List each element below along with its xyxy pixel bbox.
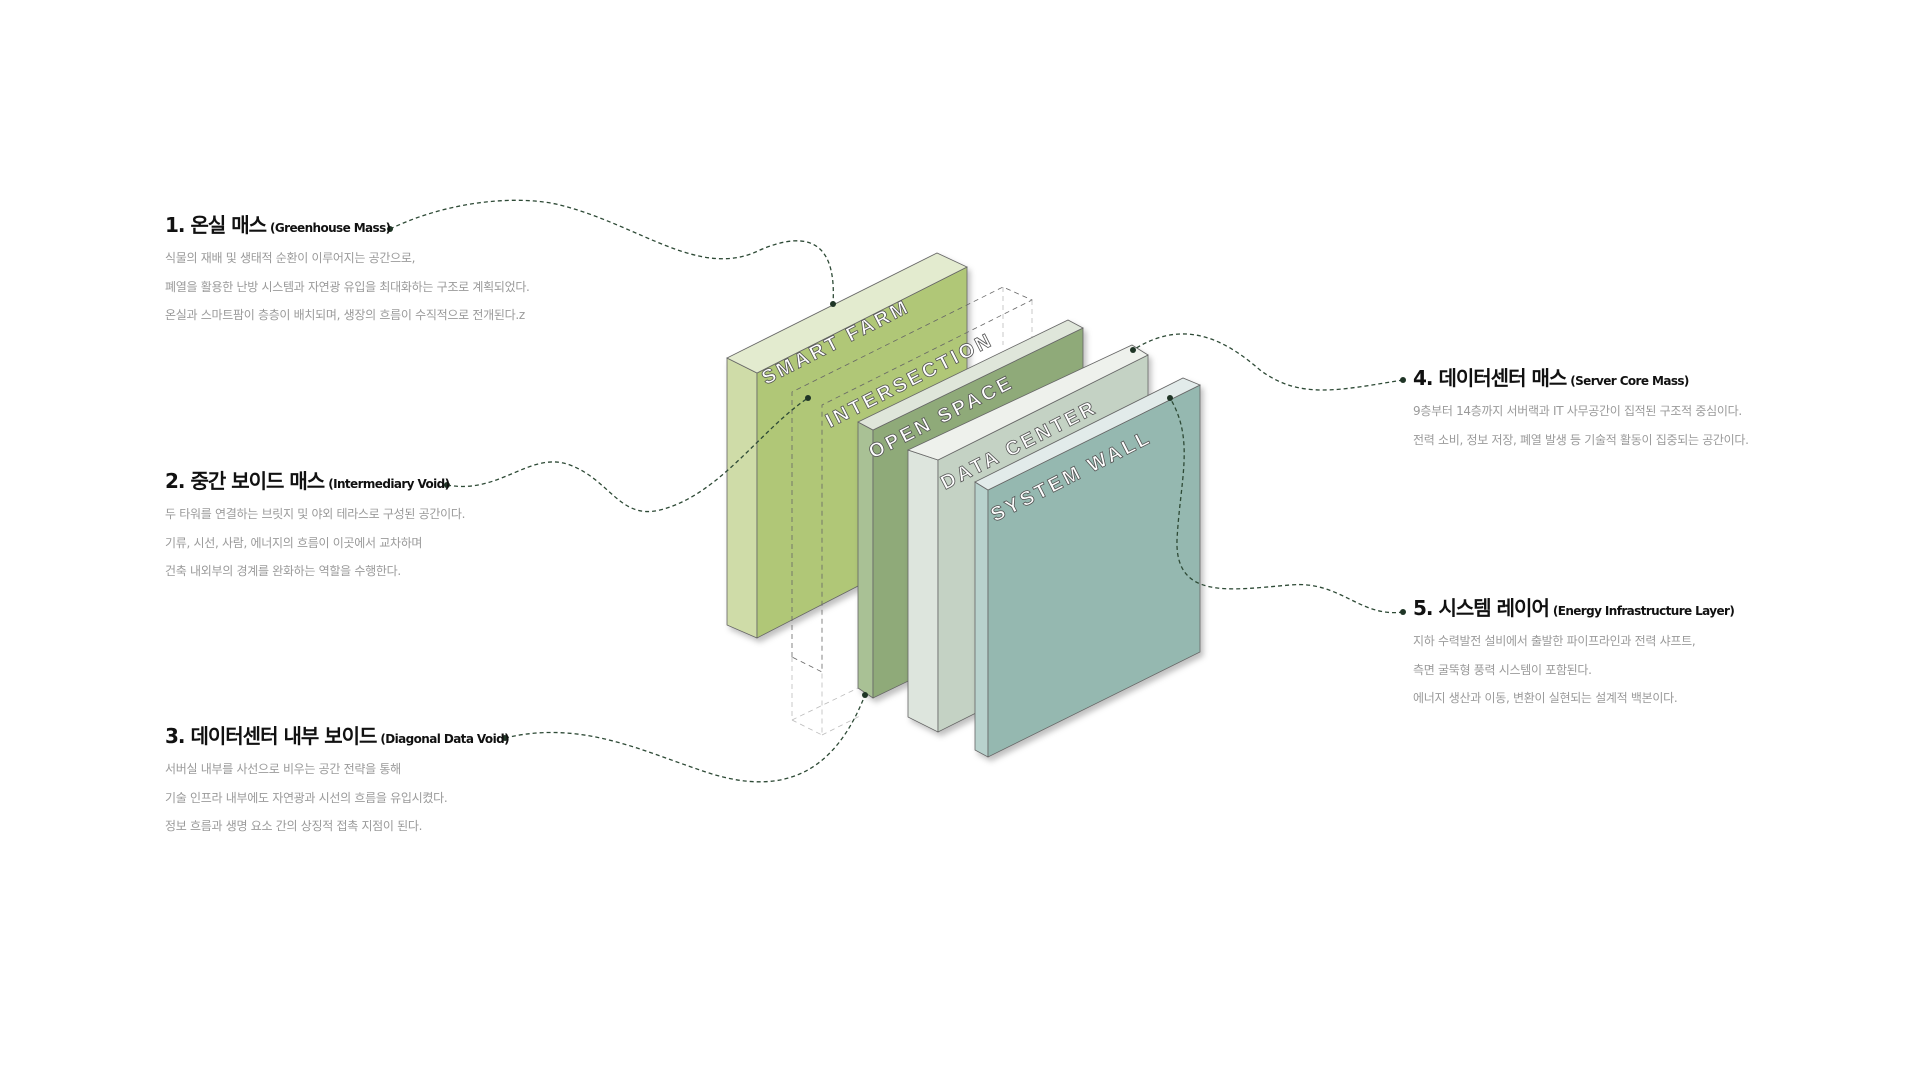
- leader-dot-5a: [1400, 609, 1406, 615]
- label-title: 5. 시스템 레이어(Energy Infrastructure Layer): [1413, 596, 1735, 620]
- label-title: 2. 중간 보이드 매스(Intermediary Void): [165, 469, 450, 493]
- label-description: 지하 수력발전 설비에서 출발한 파이프라인과 전력 샤프트,측면 굴뚝형 풍력…: [1413, 634, 1696, 705]
- label-title: 4. 데이터센터 매스(Server Core Mass): [1413, 366, 1689, 390]
- leader-line-2: [446, 397, 809, 513]
- leader-dot-2b: [805, 395, 811, 401]
- label-intermediary-void: 2. 중간 보이드 매스(Intermediary Void) 두 타워를 연결…: [165, 469, 465, 586]
- label-title: 3. 데이터센터 내부 보이드(Diagonal Data Void): [165, 724, 510, 748]
- leader-dot-2a: [444, 482, 450, 488]
- label-description: 9층부터 14층까지 서버랙과 IT 사무공간이 집적된 구조적 중심이다.전력…: [1413, 404, 1749, 447]
- label-energy-infrastructure-layer: 5. 시스템 레이어(Energy Infrastructure Layer) …: [1413, 596, 1735, 713]
- label-greenhouse-mass: 1. 온실 매스(Greenhouse Mass) 식물의 재배 및 생태적 순…: [165, 213, 530, 330]
- leader-line-3: [504, 694, 866, 783]
- leader-dot-3a: [502, 735, 508, 741]
- label-server-core-mass: 4. 데이터센터 매스(Server Core Mass) 9층부터 14층까지…: [1413, 366, 1749, 454]
- leader-line-1: [389, 199, 834, 305]
- leader-line-5: [1169, 397, 1404, 614]
- panel-system-wall: [974, 377, 1201, 758]
- leader-dot-5b: [1167, 395, 1173, 401]
- leader-dot-3b: [862, 692, 868, 698]
- label-description: 두 타워를 연결하는 브릿지 및 야외 테라스로 구성된 공간이다.기류, 시선…: [165, 507, 466, 578]
- label-description: 식물의 재배 및 생태적 순환이 이루어지는 공간으로,폐열을 활용한 난방 시…: [165, 251, 530, 322]
- intersection-void-outline: [791, 286, 1033, 736]
- leader-dot-4a: [1400, 377, 1406, 383]
- label-diagonal-data-void: 3. 데이터센터 내부 보이드(Diagonal Data Void) 서버실 …: [165, 724, 510, 841]
- label-title: 1. 온실 매스(Greenhouse Mass): [165, 213, 391, 237]
- leader-dot-1a: [387, 226, 393, 232]
- leader-dot-4b: [1130, 347, 1136, 353]
- leader-dot-1b: [830, 301, 836, 307]
- leader-line-4: [1132, 333, 1404, 391]
